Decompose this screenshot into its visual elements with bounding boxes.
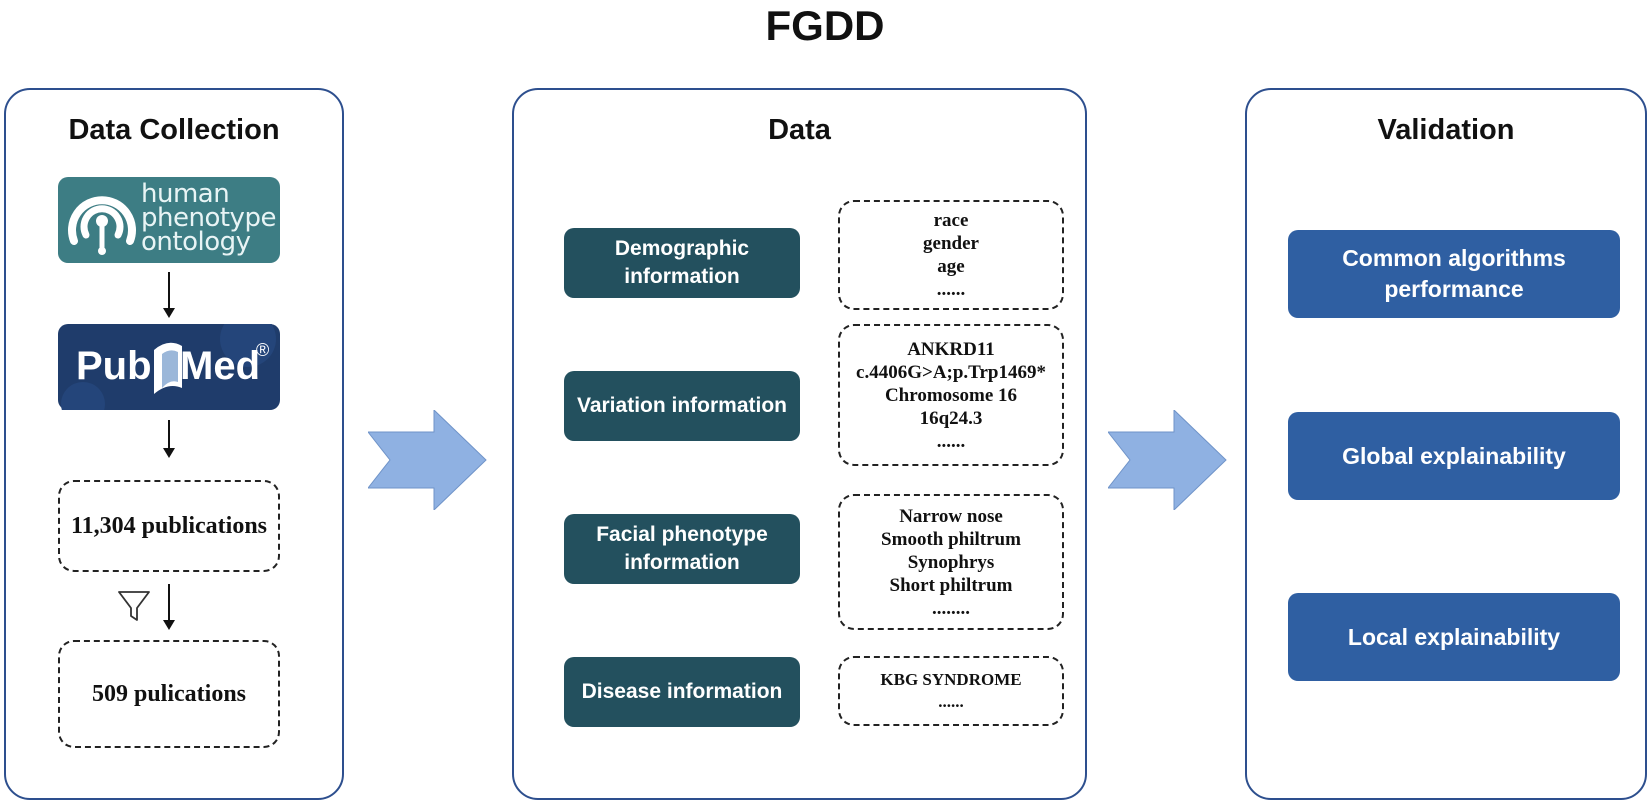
pubmed-word-pub: Pub (76, 344, 152, 388)
publications-box: 11,304 publications (58, 480, 280, 572)
global-explainability-box: Global explainability (1288, 412, 1620, 500)
funnel-icon (118, 591, 150, 621)
facial-phenotype-details-box: Narrow nose Smooth philtrum Synophrys Sh… (838, 494, 1064, 630)
filtered-publications-box: 509 pulications (58, 640, 280, 748)
detail-line: age (937, 256, 965, 277)
hpo-logo: human phenotype ontology (58, 177, 280, 263)
hpo-signal-icon (68, 196, 136, 255)
detail-line: ANKRD11 (907, 338, 995, 360)
pubmed-book-icon (61, 324, 276, 410)
detail-line: ........ (932, 597, 970, 619)
disease-details-box: KBG SYNDROME ...... (838, 656, 1064, 726)
detail-line: Smooth philtrum (881, 528, 1021, 550)
detail-line: Short philtrum (889, 574, 1013, 596)
detail-line: Chromosome 16 (884, 384, 1018, 406)
pubmed-logo: Pub Med ® (58, 324, 280, 410)
validation-heading: Validation (1377, 114, 1515, 146)
detail-line: c.4406G>A;p.Trp1469* (856, 361, 1046, 383)
detail-line: ...... (936, 279, 966, 300)
hpo-word-ontology: ontology (141, 227, 251, 257)
flow-arrow-collection-to-data (368, 410, 487, 510)
demographic-details-box: race gender age ...... (838, 200, 1064, 310)
arrow-hpo-to-pubmed (163, 272, 175, 318)
local-explainability-box: Local explainability (1288, 593, 1620, 681)
disease-information-box: Disease information (564, 657, 800, 727)
pubmed-registered-mark: ® (256, 340, 270, 360)
detail-line: Synophrys (907, 551, 995, 573)
detail-line: ...... (936, 430, 966, 452)
detail-line: race (933, 210, 969, 231)
detail-line: ...... (938, 692, 964, 711)
data-heading: Data (768, 114, 831, 146)
data-collection-heading: Data Collection (68, 114, 280, 146)
common-algorithms-performance-box: Common algorithms performance (1288, 230, 1620, 318)
detail-line: gender (923, 233, 979, 254)
flow-arrow-data-to-validation (1108, 410, 1227, 510)
detail-line: 16q24.3 (919, 407, 983, 429)
detail-line: Narrow nose (899, 505, 1003, 527)
detail-line: KBG SYNDROME (880, 670, 1022, 689)
demographic-information-box: Demographic information (564, 228, 800, 298)
arrow-publications-to-filtered (163, 584, 175, 630)
hpo-word-human: human (141, 179, 230, 209)
page-title: FGDD (765, 2, 885, 49)
variation-details-box: ANKRD11 c.4406G>A;p.Trp1469* Chromosome … (838, 324, 1064, 466)
hpo-word-phenotype: phenotype (141, 203, 276, 233)
variation-information-box: Variation information (564, 371, 800, 441)
arrow-pubmed-to-publications (163, 420, 175, 458)
facial-phenotype-information-box: Facial phenotype information (564, 514, 800, 584)
pubmed-word-med: Med (180, 344, 260, 388)
